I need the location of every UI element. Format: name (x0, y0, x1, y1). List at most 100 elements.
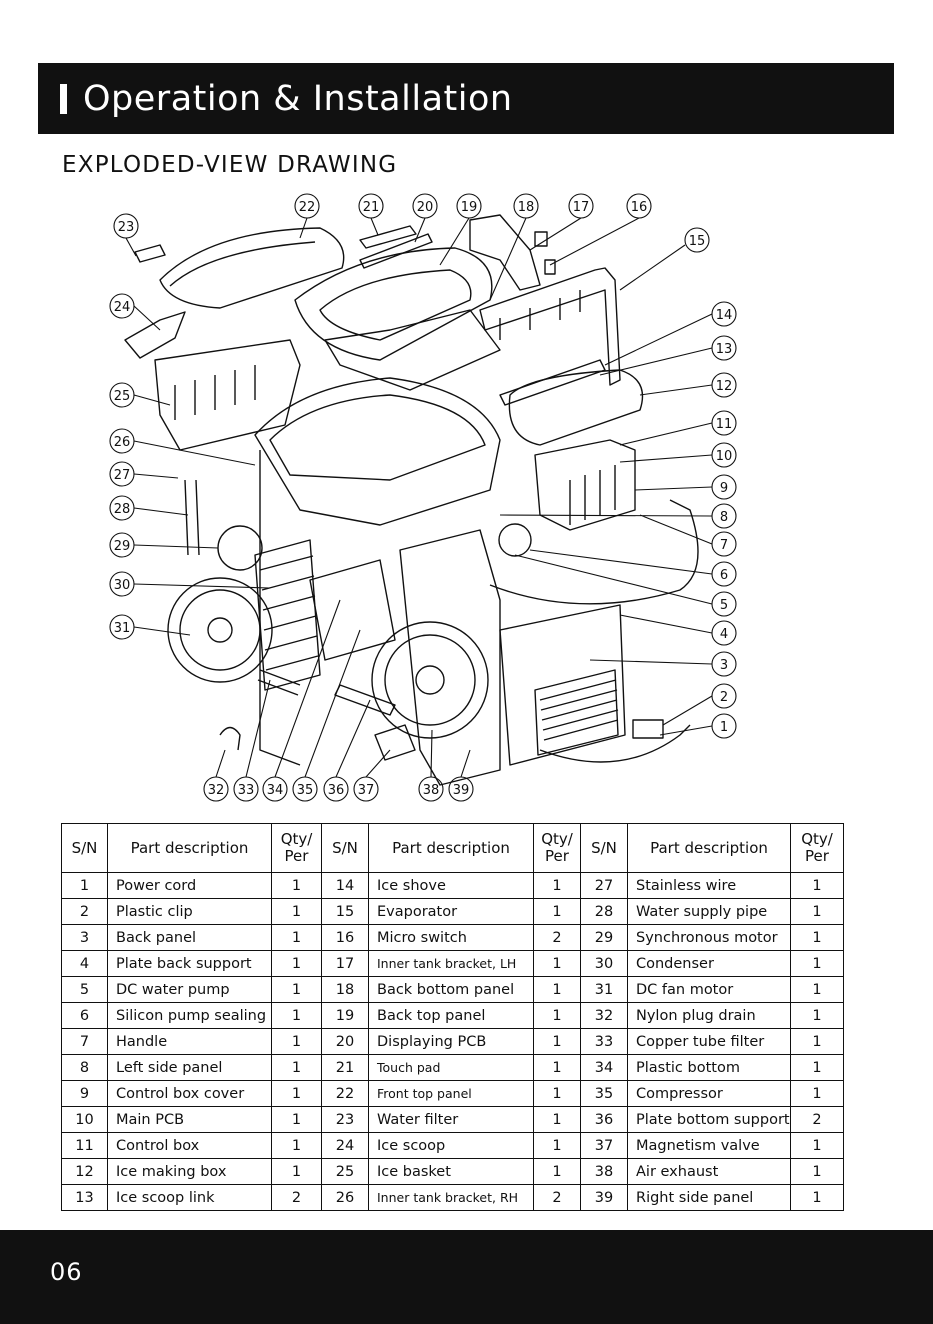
callout-8: 8 (711, 503, 737, 529)
part-description: Compressor (627, 1080, 791, 1107)
part-description: Inner tank bracket, RH (368, 1184, 534, 1211)
part-qty: 1 (533, 1158, 581, 1185)
callout-24: 24 (109, 293, 135, 319)
part-qty: 1 (271, 1002, 322, 1029)
header-sn: S/N (61, 823, 108, 873)
callout-19: 19 (456, 193, 482, 219)
part-qty: 1 (271, 1158, 322, 1185)
part-sn: 12 (61, 1158, 108, 1185)
svg-text:35: 35 (297, 783, 314, 798)
callout-4: 4 (711, 620, 737, 646)
callout-37: 37 (353, 776, 379, 802)
callout-30: 30 (109, 571, 135, 597)
part-qty: 1 (790, 924, 844, 951)
callout-3: 3 (711, 651, 737, 677)
part-qty: 1 (533, 1080, 581, 1107)
part-description: Synchronous motor (627, 924, 791, 951)
part-qty: 1 (790, 1184, 844, 1211)
header-sn: S/N (321, 823, 369, 873)
part-sn: 14 (321, 872, 369, 899)
callout-2: 2 (711, 683, 737, 709)
part-description: Control box (107, 1132, 272, 1159)
callout-28: 28 (109, 495, 135, 521)
part-description: Back bottom panel (368, 976, 534, 1003)
part-sn: 10 (61, 1106, 108, 1133)
part-sn: 22 (321, 1080, 369, 1107)
callout-32: 32 (203, 776, 229, 802)
part-description: Ice scoop link (107, 1184, 272, 1211)
callout-15: 15 (684, 227, 710, 253)
callouts-left: 24 25 26 27 28 29 30 31 (109, 293, 271, 640)
part-description: Stainless wire (627, 872, 791, 899)
callout-12: 12 (711, 372, 737, 398)
part-qty: 1 (790, 872, 844, 899)
callout-20: 20 (412, 193, 438, 219)
exploded-view-drawing: 23 22 21 20 19 18 17 16 15 24 25 26 27 2… (109, 193, 737, 802)
svg-text:22: 22 (299, 200, 316, 215)
part-qty: 1 (790, 976, 844, 1003)
part-sn: 35 (580, 1080, 628, 1107)
callout-6: 6 (711, 561, 737, 587)
header-qty-per: Qty/Per (271, 823, 322, 873)
part-sn: 11 (61, 1132, 108, 1159)
callout-14: 14 (711, 301, 737, 327)
part-sn: 31 (580, 976, 628, 1003)
callout-34: 34 (262, 776, 288, 802)
part-description: Plastic bottom (627, 1054, 791, 1081)
part-description: Plastic clip (107, 898, 272, 925)
part-qty: 1 (533, 1002, 581, 1029)
part-description: Inner tank bracket, LH (368, 950, 534, 977)
svg-text:1: 1 (720, 720, 728, 735)
callout-11: 11 (711, 410, 737, 436)
part-description: Touch pad (368, 1054, 534, 1081)
part-description: Displaying PCB (368, 1028, 534, 1055)
part-sn: 29 (580, 924, 628, 951)
part-sn: 8 (61, 1054, 108, 1081)
part-qty: 2 (790, 1106, 844, 1133)
svg-text:16: 16 (631, 200, 648, 215)
svg-text:6: 6 (720, 568, 728, 583)
part-sn: 24 (321, 1132, 369, 1159)
svg-text:39: 39 (453, 783, 470, 798)
part-qty: 1 (533, 1132, 581, 1159)
callouts-right: 14 13 12 11 10 9 8 7 6 5 4 3 2 1 (499, 301, 737, 739)
part-sn: 36 (580, 1106, 628, 1133)
part-description: Water supply pipe (627, 898, 791, 925)
part-sn: 32 (580, 1002, 628, 1029)
callout-29: 29 (109, 532, 135, 558)
header-accent-mark (60, 83, 67, 114)
callout-36: 36 (323, 776, 349, 802)
part-sn: 9 (61, 1080, 108, 1107)
header-qty-per: Qty/Per (533, 823, 581, 873)
part-qty: 2 (533, 1184, 581, 1211)
svg-text:2: 2 (720, 690, 728, 705)
part-sn: 33 (580, 1028, 628, 1055)
svg-text:36: 36 (328, 783, 345, 798)
part-qty: 2 (533, 924, 581, 951)
part-description: Ice scoop (368, 1132, 534, 1159)
part-qty: 1 (790, 1002, 844, 1029)
part-qty: 1 (271, 1080, 322, 1107)
part-qty: 1 (790, 950, 844, 977)
part-qty: 1 (271, 950, 322, 977)
svg-text:29: 29 (114, 539, 131, 554)
part-description: Ice shove (368, 872, 534, 899)
callout-17: 17 (568, 193, 594, 219)
part-sn: 38 (580, 1158, 628, 1185)
part-description: Left side panel (107, 1054, 272, 1081)
part-qty: 1 (790, 1132, 844, 1159)
part-description: Micro switch (368, 924, 534, 951)
part-qty: 1 (533, 976, 581, 1003)
part-description: Plate bottom support (627, 1106, 791, 1133)
svg-text:37: 37 (358, 783, 375, 798)
part-qty: 1 (790, 1028, 844, 1055)
part-qty: 1 (271, 872, 322, 899)
part-qty: 1 (533, 898, 581, 925)
part-qty: 1 (533, 1106, 581, 1133)
